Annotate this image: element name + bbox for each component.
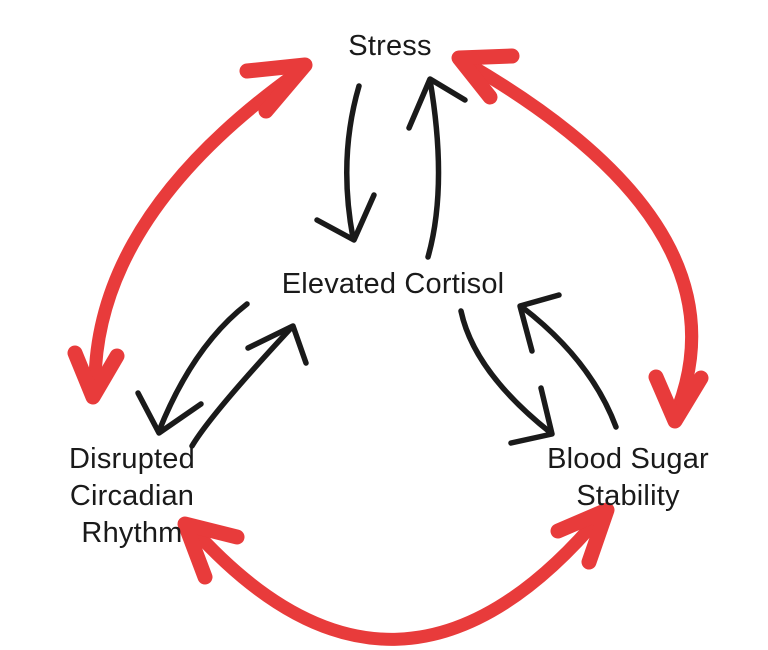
cycle-arrowhead-down: [648, 369, 709, 429]
node-blood-sugar-stability-line-1: Blood Sugar: [547, 443, 709, 475]
link-arrowhead-up-left: [517, 292, 562, 354]
link-arrow-up-left-shaft: [519, 304, 619, 430]
cycle-arrow-shaft: [185, 508, 608, 646]
cycle-arrowhead-up-right: [550, 502, 615, 570]
link-arrowhead-down: [314, 192, 377, 243]
node-disrupted-circadian-rhythm-line-3: Rhythm: [81, 517, 183, 549]
cycle-arrowhead-up-left: [451, 48, 520, 105]
cycle-arrowhead-down: [67, 345, 125, 405]
node-disrupted-circadian-rhythm-line-2: Circadian: [69, 480, 195, 512]
link-arrow-down-left-shaft: [156, 301, 250, 434]
link-arrowhead-up-right: [245, 323, 309, 366]
node-disrupted-circadian-rhythm: Disrupted Circadian Rhythm: [69, 441, 195, 552]
edge-stress-bloodsugar-red-arrow: [451, 48, 709, 429]
cycle-arrow-shaft: [461, 57, 699, 415]
edge-cortisol-bloodsugar-black-arrows: [458, 292, 619, 446]
edge-stress-cortisol-black-arrows: [314, 76, 468, 260]
node-blood-sugar-stability: Blood Sugar Stability: [547, 441, 709, 515]
link-arrow-up-shaft: [425, 77, 442, 260]
cycle-arrow-shaft: [88, 68, 301, 395]
node-elevated-cortisol: Elevated Cortisol: [282, 266, 505, 303]
node-disrupted-circadian-rhythm-line-1: Disrupted: [69, 443, 195, 475]
link-arrow-up-right-shaft: [189, 324, 295, 449]
node-blood-sugar-stability-line-2: Stability: [576, 480, 680, 512]
link-arrow-down-shaft: [344, 83, 362, 241]
edge-circadian-bloodsugar-red-arrow: [177, 502, 615, 646]
cycle-arrowhead-up-left: [177, 516, 245, 585]
link-arrowhead-down-right: [508, 385, 555, 446]
edge-cortisol-circadian-black-arrows: [135, 301, 309, 449]
link-arrowhead-up: [406, 76, 468, 131]
node-stress-label: Stress: [348, 30, 432, 62]
cycle-arrowhead-up-right: [239, 57, 313, 119]
link-arrow-down-right-shaft: [458, 308, 554, 436]
edge-stress-circadian-red-arrow: [67, 57, 313, 405]
link-arrowhead-down-left: [135, 390, 204, 436]
node-stress: Stress: [348, 28, 431, 65]
node-elevated-cortisol-label: Elevated Cortisol: [281, 268, 505, 300]
